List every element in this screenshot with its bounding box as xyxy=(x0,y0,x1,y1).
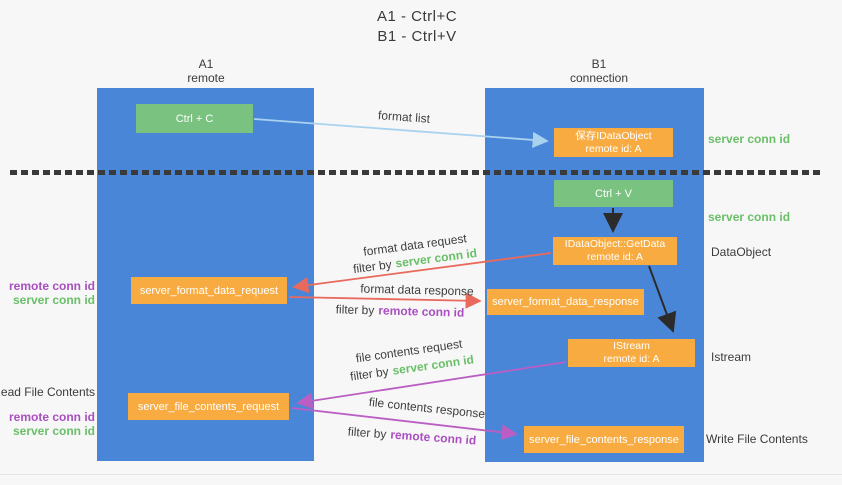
node-server-file-contents-request: server_file_contents_request xyxy=(128,393,289,420)
node-server-format-data-response-label: server_format_data_response xyxy=(492,296,639,308)
node-server-file-contents-request-label: server_file_contents_request xyxy=(137,400,280,413)
lane-a1-subtitle: remote xyxy=(187,71,225,85)
node-ctrl-c-label: Ctrl + C xyxy=(175,112,214,125)
node-server-format-data-response: server_format_data_response xyxy=(487,289,644,315)
filter-by-text: filter by xyxy=(347,424,387,442)
server-conn-id-label: server conn id xyxy=(12,293,95,307)
lane-header-a1: A1 remote xyxy=(136,57,276,85)
filter-by-text: filter by xyxy=(349,364,390,384)
node-server-file-contents-response: server_file_contents_response xyxy=(524,426,684,453)
node-getdata: IDataObject::GetData remote id: A xyxy=(553,237,677,265)
title-line-b1: B1 - Ctrl+V xyxy=(377,28,457,45)
node-istream-line2: remote id: A xyxy=(603,353,660,365)
node-istream-line1: IStream xyxy=(613,340,650,352)
node-getdata-line1: IDataObject::GetData xyxy=(564,238,666,250)
node-istream: IStream remote id: A xyxy=(568,339,695,367)
node-server-format-data-request-label: server_format_data_request xyxy=(139,284,279,297)
read-file-contents-label: Read File Contents xyxy=(0,385,95,399)
left-conn-id-labels-bottom: remote conn id server conn id xyxy=(9,410,95,438)
remote-conn-id-text: remote conn id xyxy=(389,427,477,448)
node-getdata-line2: remote id: A xyxy=(586,251,644,263)
node-ctrl-v: Ctrl + V xyxy=(554,180,673,207)
node-save-dataobject: 保存IDataObject remote id: A xyxy=(554,128,673,157)
lane-b1-subtitle: connection xyxy=(569,71,629,85)
dotted-separator-line xyxy=(10,170,823,175)
node-save-dataobject-line1: 保存IDataObject xyxy=(575,129,652,142)
remote-conn-id-label: remote conn id xyxy=(8,279,95,293)
lane-b1-title: B1 xyxy=(591,57,607,71)
node-ctrl-c: Ctrl + C xyxy=(136,104,253,133)
format-data-response-label: format data response xyxy=(360,281,474,299)
istream-label: Istream xyxy=(711,350,752,364)
server-conn-id-label: server conn id xyxy=(12,424,95,438)
server-conn-id-label-top: server conn id xyxy=(708,132,791,146)
node-server-file-contents-response-label: server_file_contents_response xyxy=(529,433,679,446)
remote-conn-id-label: remote conn id xyxy=(8,410,95,424)
lane-a1-title: A1 xyxy=(198,57,214,71)
node-ctrl-v-label: Ctrl + V xyxy=(595,187,632,200)
write-file-contents-label: Write File Contents xyxy=(706,432,808,446)
filter-by-text: filter by xyxy=(335,302,375,318)
file-contents-response-label: file contents response xyxy=(368,394,486,422)
dataobject-label: DataObject xyxy=(711,245,772,259)
remote-conn-id-text: remote conn id xyxy=(378,303,465,320)
left-conn-id-labels-top: remote conn id server conn id xyxy=(9,279,95,307)
node-server-format-data-request: server_format_data_request xyxy=(131,277,287,304)
lane-header-b1: B1 connection xyxy=(529,57,669,85)
format-list-label: format list xyxy=(377,108,431,126)
title-line-a1: A1 - Ctrl+C xyxy=(376,8,458,25)
diagram-title: A1 - Ctrl+C B1 - Ctrl+V xyxy=(317,7,517,47)
server-conn-id-label-mid: server conn id xyxy=(708,210,791,224)
bottom-divider-line xyxy=(0,474,842,475)
filter-by-text: filter by xyxy=(352,257,393,277)
node-save-dataobject-line2: remote id: A xyxy=(585,142,642,155)
